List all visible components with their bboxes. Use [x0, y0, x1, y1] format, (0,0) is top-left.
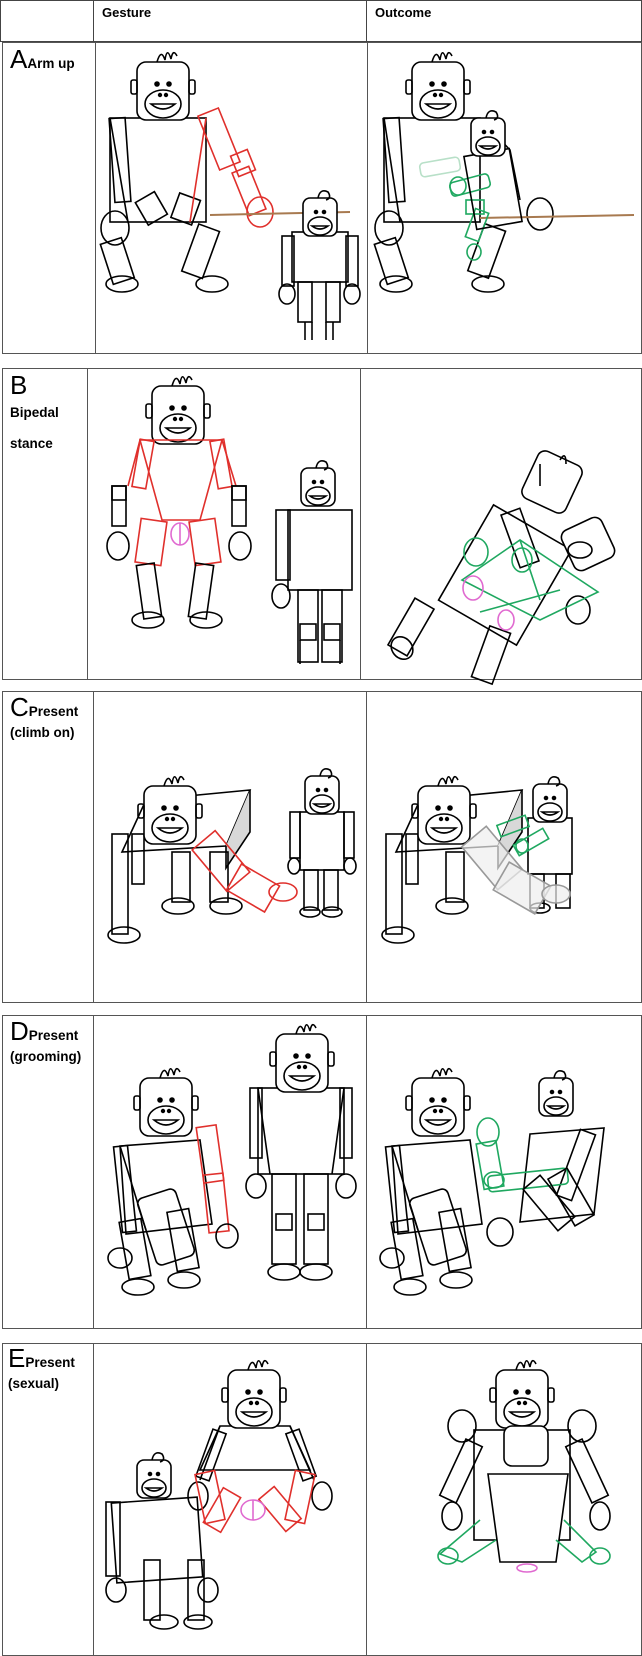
a-outcome-juvenile-limbs: [418, 156, 492, 261]
d-gesture-arm: [195, 1123, 230, 1234]
b-outcome-juvenile-head: [560, 516, 616, 572]
e-gesture-adult: [187, 1359, 333, 1511]
e-outcome-genital: [516, 1563, 538, 1573]
d-outcome-adult: [379, 1067, 514, 1296]
a-gesture-juvenile: [278, 190, 361, 340]
b-outcome-juvenile-body: [460, 537, 600, 621]
d-outcome-grooming-arms: [475, 1117, 570, 1193]
c-gesture-arm: [191, 829, 298, 914]
e-gesture-legs: [194, 1469, 316, 1534]
a-outcome-adult: [373, 51, 554, 293]
b-outcome-genital-1: [462, 575, 484, 601]
a-outcome-juvenile: [462, 110, 524, 231]
b-gesture-juvenile: [271, 460, 353, 664]
a-outcome-branch: [479, 214, 635, 219]
d-gesture-juvenile: [245, 1023, 357, 1281]
row-e-label: EPresent (sexual): [8, 1343, 75, 1391]
d-gesture-adult: [107, 1067, 213, 1296]
e-outcome-juvenile-legs: [437, 1519, 611, 1565]
a-gesture-raised-arm: [189, 106, 274, 228]
e-outcome-adult: [438, 1359, 611, 1563]
b-gesture-body: [127, 438, 237, 567]
b-outcome-genital-2: [497, 609, 515, 631]
a-gesture-adult: [99, 51, 229, 293]
b-gesture-limbs: [106, 485, 252, 629]
header-gesture: Gesture: [102, 5, 152, 20]
c-gesture-adult: [107, 775, 252, 944]
row-a-label: AArm up: [10, 44, 75, 74]
row-b-label: B Bipedal stance: [10, 370, 59, 451]
d-gesture-hand: [215, 1223, 239, 1249]
c-outcome-arm-overlay: [460, 825, 571, 915]
c-outcome-juvenile-limbs: [495, 814, 550, 857]
d-outcome-juvenile-legs: [522, 1167, 596, 1232]
c-gesture-juvenile: [287, 768, 357, 918]
row-d-label: DPresent (grooming): [10, 1016, 82, 1064]
b-outcome-adult: [386, 450, 591, 686]
b-gesture-adult: [145, 375, 211, 445]
header-outcome: Outcome: [375, 5, 432, 20]
row-c-label: CPresent (climb on): [10, 692, 79, 740]
e-gesture-juvenile: [105, 1452, 219, 1630]
